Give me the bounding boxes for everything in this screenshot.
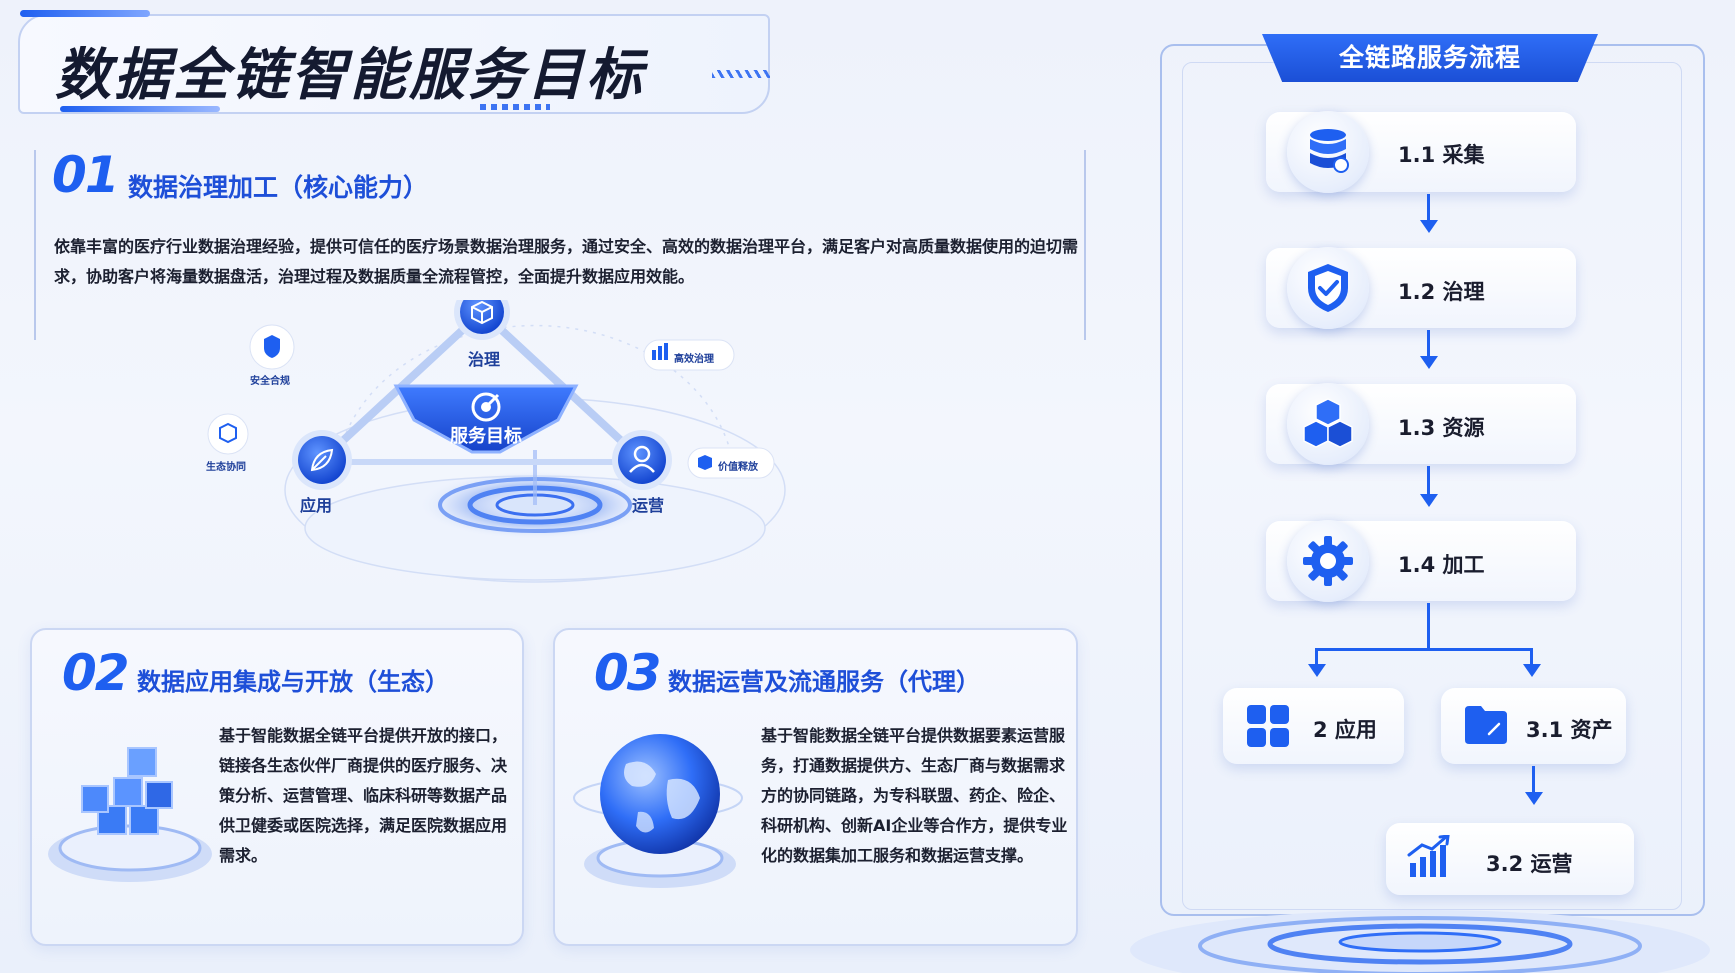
continent <box>666 778 700 820</box>
flow-branch-right <box>1530 648 1533 665</box>
section-1-description: 依靠丰富的医疗行业数据治理经验，提供可信任的医疗场景数据治理服务，通过安全、高效… <box>54 237 1079 286</box>
flow-step-process-label: 1.4 加工 <box>1398 553 1485 577</box>
target-arrow <box>484 393 500 409</box>
step-icon-bubble <box>1287 520 1369 602</box>
node-label-apply: 应用 <box>300 496 333 515</box>
flow-arrow-head <box>1420 356 1438 369</box>
block <box>113 777 143 807</box>
shield-check-icon <box>1308 264 1348 312</box>
ecosystem-cube-icon <box>219 422 237 444</box>
flow-branch-trunk <box>1427 603 1430 649</box>
tag-compliance: 安全合规 <box>250 376 290 387</box>
title-accent-bar <box>20 10 150 17</box>
diagram-graphics <box>207 284 786 583</box>
gear-icon <box>1303 536 1353 586</box>
flow-arrow-head <box>1420 494 1438 507</box>
section-2-description: 基于智能数据全链平台提供开放的接口，链接各生态伙伴厂商提供的医疗服务、决策分析、… <box>219 726 508 865</box>
title-slash-decoration <box>712 70 770 78</box>
section-1-frame <box>34 150 1086 340</box>
cubes-icon <box>1303 398 1353 448</box>
flow-header-title: 全链路服务流程 <box>1338 43 1521 72</box>
page-title: 数据全链智能服务目标 <box>55 43 645 108</box>
flow-step-operate <box>1386 823 1634 895</box>
section-2-title: 数据应用集成与开放（生态） <box>137 668 449 696</box>
flow-branch-bar <box>1315 648 1533 651</box>
flow-step-govern-label: 1.2 治理 <box>1398 280 1485 304</box>
title-dots-decoration <box>480 104 550 110</box>
section-1-number: 01 <box>52 146 120 204</box>
flow-step-apply-label: 2 应用 <box>1313 718 1377 742</box>
flow-step-collect-label: 1.1 采集 <box>1398 143 1485 167</box>
block <box>129 805 159 835</box>
flow-arrow <box>1532 766 1535 792</box>
flow-arrow-head <box>1525 792 1543 805</box>
bar-chart-icon <box>664 343 668 360</box>
bar-chart-icon <box>652 350 656 360</box>
tag-efficient: 高效治理 <box>674 354 714 365</box>
blocks-illustration <box>48 747 212 882</box>
flow-step-asset-label: 3.1 资产 <box>1526 718 1613 742</box>
flow-step-apply <box>1223 688 1404 764</box>
section-3-number: 03 <box>594 644 662 702</box>
flow-platform <box>1130 910 1710 973</box>
title-accent-underline <box>60 106 220 112</box>
section-2-number: 02 <box>62 644 130 702</box>
globe <box>600 734 720 854</box>
user-icon-body <box>629 463 655 473</box>
step-icon-bubble <box>1287 111 1369 193</box>
target-icon <box>471 392 501 422</box>
block <box>127 747 157 777</box>
tag-ecosystem: 生态协同 <box>206 462 246 473</box>
cube-icon <box>471 300 493 325</box>
title-banner-frame <box>18 14 770 114</box>
continent <box>624 761 656 787</box>
flow-branch-left <box>1315 648 1318 665</box>
section-3-title: 数据运营及流通服务（代理） <box>668 668 980 696</box>
section-3-description: 基于智能数据全链平台提供数据要素运营服务，打通数据提供方、生态厂商与数据需求方的… <box>761 726 1068 865</box>
flow-arrow <box>1427 194 1430 220</box>
leaf-icon <box>310 448 334 472</box>
section-1-title: 数据治理加工（核心能力） <box>128 173 429 202</box>
shield-icon <box>264 335 280 358</box>
flow-step-resource-label: 1.3 资源 <box>1398 416 1485 440</box>
tag-value: 价值释放 <box>718 462 758 473</box>
node-label-operate: 运营 <box>632 496 665 515</box>
platform-ring <box>1198 916 1642 973</box>
bar-chart-icon <box>658 346 662 360</box>
database-icon <box>1310 129 1349 173</box>
flow-step-operate-label: 3.2 运营 <box>1486 852 1573 876</box>
platform-core <box>1338 931 1502 953</box>
flow-arrow-head <box>1523 664 1541 677</box>
folder-icon <box>1465 706 1507 744</box>
center-label: 服务目标 <box>450 426 522 447</box>
step-icon-bubble <box>1287 247 1369 329</box>
flow-arrow-head <box>1420 220 1438 233</box>
light-beam <box>533 450 537 505</box>
value-cube-icon <box>698 455 712 470</box>
flow-arrow <box>1427 330 1430 356</box>
user-icon-head <box>633 445 651 463</box>
flow-arrow-head <box>1308 664 1326 677</box>
service-goal-diagram: 治理 应用 运营 服务目标 安全合规 生态协同 高效治理 价值释放 <box>200 284 900 600</box>
section-2-card <box>30 628 524 946</box>
tag-pill <box>687 447 775 479</box>
globe-illustration <box>573 734 743 888</box>
platform-ring <box>1267 923 1573 965</box>
block <box>81 785 109 813</box>
grid-icon <box>1247 705 1289 747</box>
flow-header-banner <box>1262 34 1598 82</box>
tag-bubble <box>207 413 249 455</box>
step-icon-bubble <box>1287 383 1369 465</box>
node-label-govern: 治理 <box>468 350 501 369</box>
growth-chart-icon <box>1407 835 1450 877</box>
continent <box>636 811 654 833</box>
flow-arrow <box>1427 466 1430 494</box>
block <box>145 781 173 809</box>
